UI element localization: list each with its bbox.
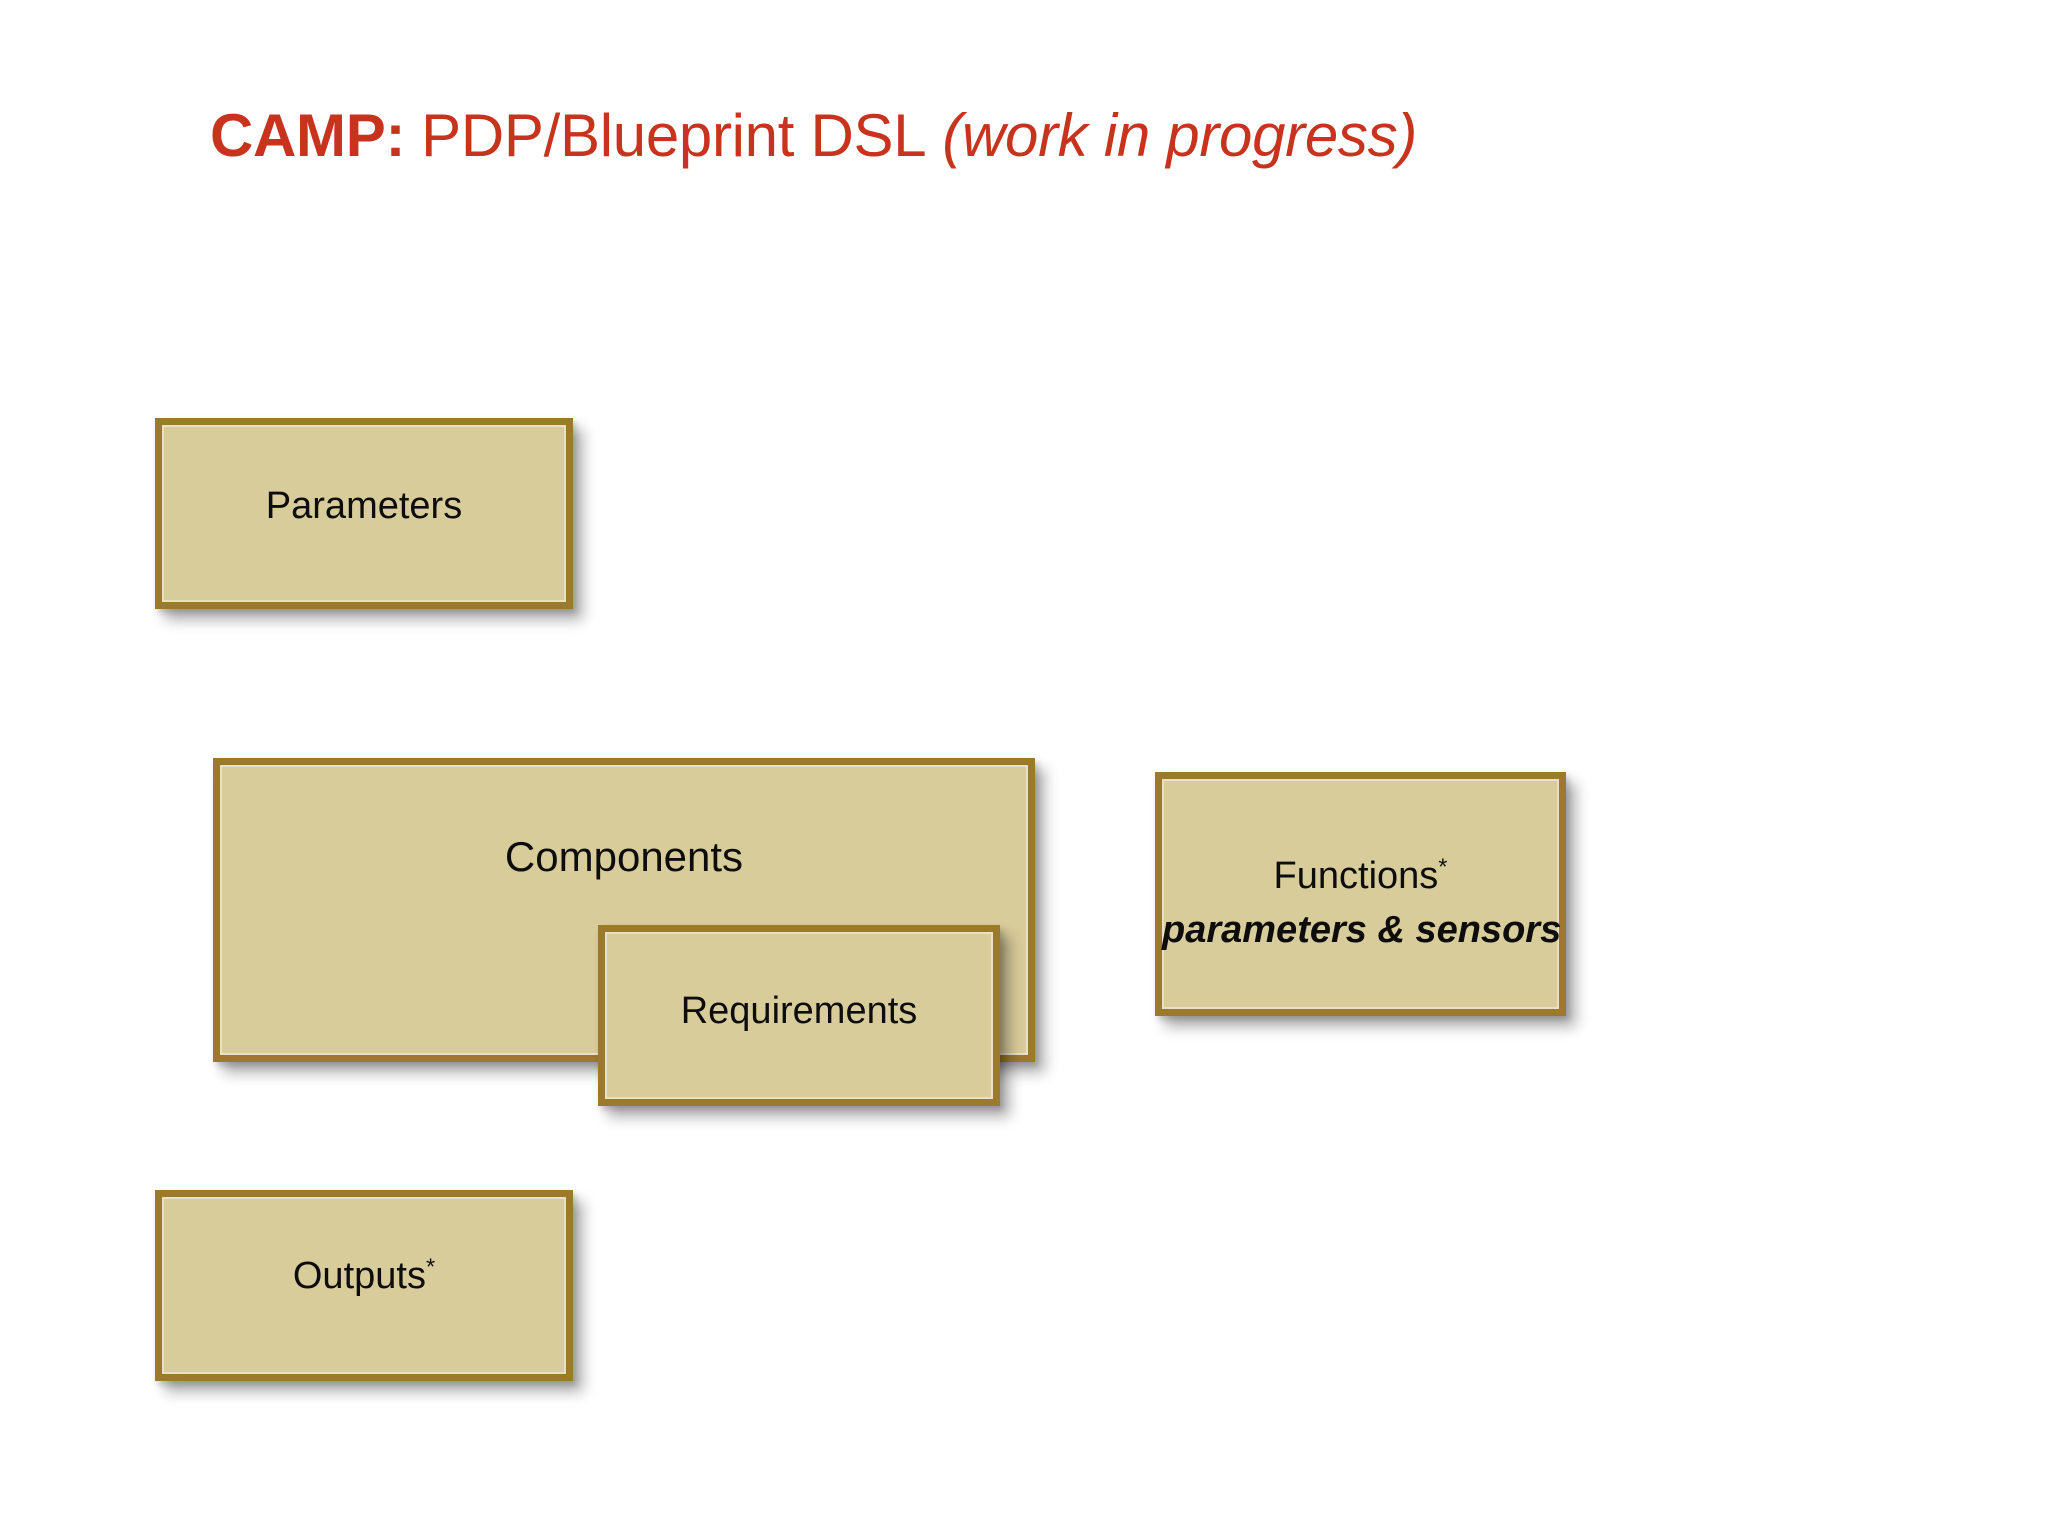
box-subtitle-functions: parameters & sensors: [1162, 909, 1562, 951]
box-label-functions: Functions*: [1162, 855, 1559, 898]
box-label-text: Parameters: [265, 485, 463, 527]
box-label-requirements: Requirements: [605, 990, 993, 1033]
page-title: CAMP:PDP/Blueprint DSL(work in progress): [210, 104, 1910, 167]
title-bold-part: CAMP:: [210, 102, 406, 169]
title-regular-part: PDP/Blueprint DSL: [421, 102, 927, 169]
diagram-box-parameters[interactable]: Parameters: [155, 418, 573, 609]
diagram-box-requirements[interactable]: Requirements: [598, 925, 1000, 1106]
box-label-text: Requirements: [680, 990, 918, 1032]
box-label-components: Components: [220, 833, 1028, 880]
title-italic-part: (work in progress): [942, 102, 1418, 169]
diagram-box-outputs[interactable]: Outputs*: [155, 1190, 573, 1381]
diagram-box-functions[interactable]: Functions* parameters & sensors: [1155, 772, 1566, 1016]
box-label-outputs: Outputs*: [162, 1255, 566, 1298]
box-label-parameters: Parameters: [162, 485, 566, 528]
box-label-text: Outputs: [292, 1255, 426, 1297]
box-label-text: Functions: [1273, 855, 1439, 897]
footnote-asterisk: *: [1438, 853, 1448, 880]
box-label-text: Components: [504, 833, 744, 880]
footnote-asterisk: *: [425, 1253, 436, 1280]
